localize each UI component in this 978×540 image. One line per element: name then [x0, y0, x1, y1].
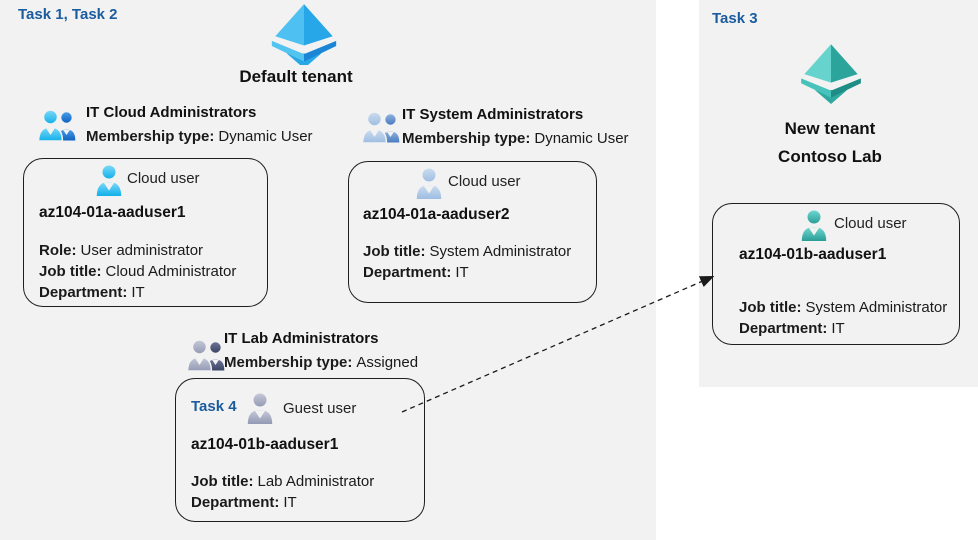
membership-type-value: Assigned	[356, 354, 419, 371]
field-label: Job title:	[363, 243, 426, 260]
username: az104-01b-aaduser1	[191, 436, 339, 453]
group-icon-cloud-admins	[38, 108, 76, 142]
field-line: Department:IT	[363, 262, 571, 283]
user-type-label: Cloud user	[448, 173, 521, 190]
field-label: Role:	[39, 242, 77, 259]
username: az104-01a-aaduser2	[363, 206, 510, 223]
user-type-label: Cloud user	[127, 170, 200, 187]
field-label: Department:	[191, 494, 280, 511]
field-label: Job title:	[191, 473, 254, 490]
user-fields: Job title:System Administrator Departmen…	[363, 241, 571, 283]
new-tenant-label-line1: New tenant	[784, 119, 876, 138]
field-value: System Administrator	[805, 299, 948, 316]
default-tenant-icon	[262, 3, 346, 65]
group-membership-system-admins: Membership type:Dynamic User	[402, 130, 629, 147]
field-value: User administrator	[80, 242, 204, 259]
field-line: Department:IT	[39, 282, 236, 303]
field-line: Job title:System Administrator	[739, 297, 947, 318]
user-fields: Job title:System Administrator Departmen…	[739, 297, 947, 339]
field-value: IT	[283, 494, 297, 511]
group-icon-lab-admins	[187, 338, 225, 372]
user-fields: Job title:Lab Administrator Department:I…	[191, 471, 374, 513]
cloud-user-icon	[416, 167, 442, 200]
task-1-2-label: Task 1, Task 2	[18, 6, 118, 23]
task-4-label: Task 4	[191, 398, 237, 415]
field-value: Cloud Administrator	[105, 263, 237, 280]
cloud-user-icon	[96, 164, 122, 197]
guest-user-icon	[247, 392, 273, 425]
new-tenant-label-line2: Contoso Lab	[778, 147, 882, 166]
field-line: Role:User administrator	[39, 240, 236, 261]
group-icon-system-admins	[362, 110, 400, 144]
field-line: Job title:Cloud Administrator	[39, 261, 236, 282]
field-label: Job title:	[39, 263, 102, 280]
field-label: Job title:	[739, 299, 802, 316]
membership-type-value: Dynamic User	[218, 128, 313, 145]
user-type-label: Cloud user	[834, 215, 907, 232]
field-line: Department:IT	[191, 492, 374, 513]
default-tenant-label: Default tenant	[239, 67, 353, 86]
field-label: Department:	[363, 264, 452, 281]
field-value: IT	[131, 284, 145, 301]
user-card-guest-aaduser1: Task 4 Guest user az104-01b-aaduser1 Job…	[175, 378, 425, 522]
field-line: Department:IT	[739, 318, 947, 339]
username: az104-01b-aaduser1	[739, 246, 887, 263]
user-fields: Role:User administrator Job title:Cloud …	[39, 240, 236, 303]
field-value: IT	[831, 320, 845, 337]
field-label: Department:	[39, 284, 128, 301]
field-line: Job title:System Administrator	[363, 241, 571, 262]
user-card-aaduser2-default: Cloud user az104-01a-aaduser2 Job title:…	[348, 161, 597, 303]
membership-type-label: Membership type:	[402, 130, 531, 147]
cloud-user-icon	[801, 209, 827, 242]
group-membership-lab-admins: Membership type:Assigned	[224, 354, 418, 371]
group-title-lab-admins: IT Lab Administrators	[224, 330, 379, 347]
membership-type-label: Membership type:	[86, 128, 215, 145]
new-tenant-icon	[799, 38, 863, 106]
left-panel-default-tenant	[0, 0, 656, 540]
task-3-label: Task 3	[712, 10, 758, 27]
field-value: IT	[455, 264, 469, 281]
field-label: Department:	[739, 320, 828, 337]
group-title-cloud-admins: IT Cloud Administrators	[86, 104, 257, 121]
membership-type-label: Membership type:	[224, 354, 353, 371]
user-card-aaduser1-contoso: Cloud user az104-01b-aaduser1 Job title:…	[712, 203, 960, 345]
field-line: Job title:Lab Administrator	[191, 471, 374, 492]
group-membership-cloud-admins: Membership type:Dynamic User	[86, 128, 313, 145]
username: az104-01a-aaduser1	[39, 204, 186, 221]
field-value: System Administrator	[429, 243, 572, 260]
user-type-label: Guest user	[283, 400, 357, 417]
field-value: Lab Administrator	[257, 473, 375, 490]
membership-type-value: Dynamic User	[534, 130, 629, 147]
group-title-system-admins: IT System Administrators	[402, 106, 584, 123]
user-card-aaduser1-default: Cloud user az104-01a-aaduser1 Role:User …	[23, 158, 268, 307]
